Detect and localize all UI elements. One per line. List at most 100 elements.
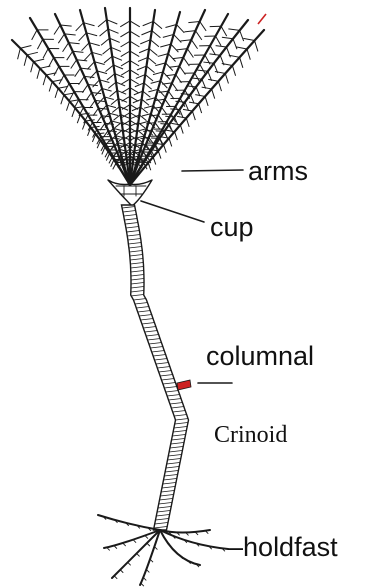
pinnule bbox=[84, 52, 91, 60]
pinnule bbox=[79, 33, 87, 41]
pinnule bbox=[199, 104, 202, 113]
pinnule bbox=[165, 99, 171, 107]
pinnule bbox=[63, 43, 69, 52]
pinnule bbox=[49, 82, 52, 92]
pinnule bbox=[187, 49, 193, 58]
root-texture bbox=[120, 570, 123, 573]
pinnule bbox=[200, 64, 205, 73]
pinnule bbox=[212, 89, 215, 99]
arm-tip-highlight bbox=[258, 14, 266, 24]
pinnule bbox=[58, 34, 64, 43]
root-texture bbox=[128, 562, 131, 565]
label-holdfast: –holdfast bbox=[228, 532, 338, 562]
pinnule bbox=[111, 160, 114, 167]
pinnule bbox=[65, 34, 76, 35]
pinnule bbox=[75, 68, 81, 77]
pinnule bbox=[205, 96, 208, 105]
root-texture bbox=[147, 543, 150, 546]
pinnule bbox=[195, 73, 200, 82]
pinnule bbox=[43, 49, 48, 59]
holdfast-root bbox=[160, 530, 200, 565]
pinnule bbox=[156, 98, 163, 105]
pinnule bbox=[121, 70, 130, 75]
pinnule bbox=[121, 51, 130, 57]
pinnule bbox=[87, 62, 94, 70]
pinnule bbox=[232, 65, 235, 75]
pinnule bbox=[243, 38, 254, 40]
pinnule bbox=[191, 40, 197, 49]
pinnule bbox=[86, 92, 92, 100]
pinnule bbox=[37, 68, 40, 78]
pinnule bbox=[120, 31, 130, 37]
pinnule bbox=[203, 62, 213, 63]
pinnule bbox=[20, 45, 31, 48]
holdfast-word: holdfast bbox=[243, 532, 338, 562]
pinnule bbox=[108, 82, 116, 88]
pinnule bbox=[103, 47, 111, 54]
pinnule bbox=[82, 84, 88, 92]
pinnule bbox=[130, 21, 140, 27]
pinnule bbox=[156, 131, 165, 132]
pinnule bbox=[255, 41, 258, 52]
pinnule bbox=[33, 59, 44, 61]
pinnule bbox=[171, 123, 180, 125]
pinnule bbox=[247, 49, 250, 60]
holdfast-root bbox=[140, 530, 160, 585]
pinnule bbox=[170, 109, 179, 110]
pinnule bbox=[233, 39, 237, 49]
pinnule bbox=[195, 31, 201, 40]
pinnule bbox=[121, 88, 130, 93]
pinnule bbox=[55, 88, 58, 98]
pinnule bbox=[183, 57, 189, 66]
pinnule bbox=[236, 47, 247, 49]
pinnule bbox=[101, 38, 109, 45]
pinnule bbox=[174, 34, 182, 42]
pinnule bbox=[121, 79, 130, 84]
pinnule bbox=[116, 130, 123, 135]
cup-leader-line bbox=[141, 201, 204, 222]
pinnule bbox=[54, 25, 60, 35]
pinnule bbox=[221, 26, 227, 36]
pinnule bbox=[130, 51, 139, 57]
pinnule bbox=[192, 78, 202, 79]
pinnule bbox=[122, 105, 130, 110]
pinnule bbox=[150, 40, 158, 47]
pinnule bbox=[130, 41, 139, 47]
pinnule bbox=[162, 107, 167, 115]
pinnule bbox=[146, 66, 154, 73]
label-arms: arms bbox=[248, 156, 308, 186]
pinnule bbox=[130, 96, 138, 101]
pinnule bbox=[160, 124, 169, 125]
pinnule bbox=[192, 111, 195, 120]
pinnule bbox=[215, 72, 225, 74]
arm-branch bbox=[130, 30, 264, 185]
pinnule bbox=[66, 101, 69, 110]
pinnule bbox=[130, 61, 139, 66]
pinnule bbox=[149, 49, 157, 56]
pinnule bbox=[121, 41, 130, 47]
pinnule bbox=[202, 87, 212, 89]
pinnule bbox=[198, 70, 208, 71]
pinnule bbox=[169, 138, 172, 146]
pinnule bbox=[153, 157, 156, 165]
pinnule bbox=[49, 58, 54, 67]
crown-arms-illustration bbox=[12, 8, 266, 185]
pinnule bbox=[43, 75, 46, 85]
pinnule bbox=[164, 145, 167, 153]
pinnule bbox=[216, 36, 222, 46]
pinnule bbox=[18, 48, 21, 59]
pinnule bbox=[24, 55, 27, 66]
pinnule bbox=[82, 43, 90, 51]
pinnule bbox=[148, 57, 156, 64]
pinnule bbox=[31, 62, 34, 73]
pinnule bbox=[166, 130, 175, 131]
pinnule bbox=[72, 108, 75, 117]
pinnule bbox=[222, 37, 233, 38]
pinnule bbox=[225, 73, 228, 83]
pinnule bbox=[228, 29, 239, 31]
pinnule bbox=[209, 54, 220, 55]
pinnule bbox=[165, 116, 174, 117]
pinnule bbox=[27, 52, 38, 55]
label-crinoid-caption: Crinoid bbox=[214, 422, 287, 448]
